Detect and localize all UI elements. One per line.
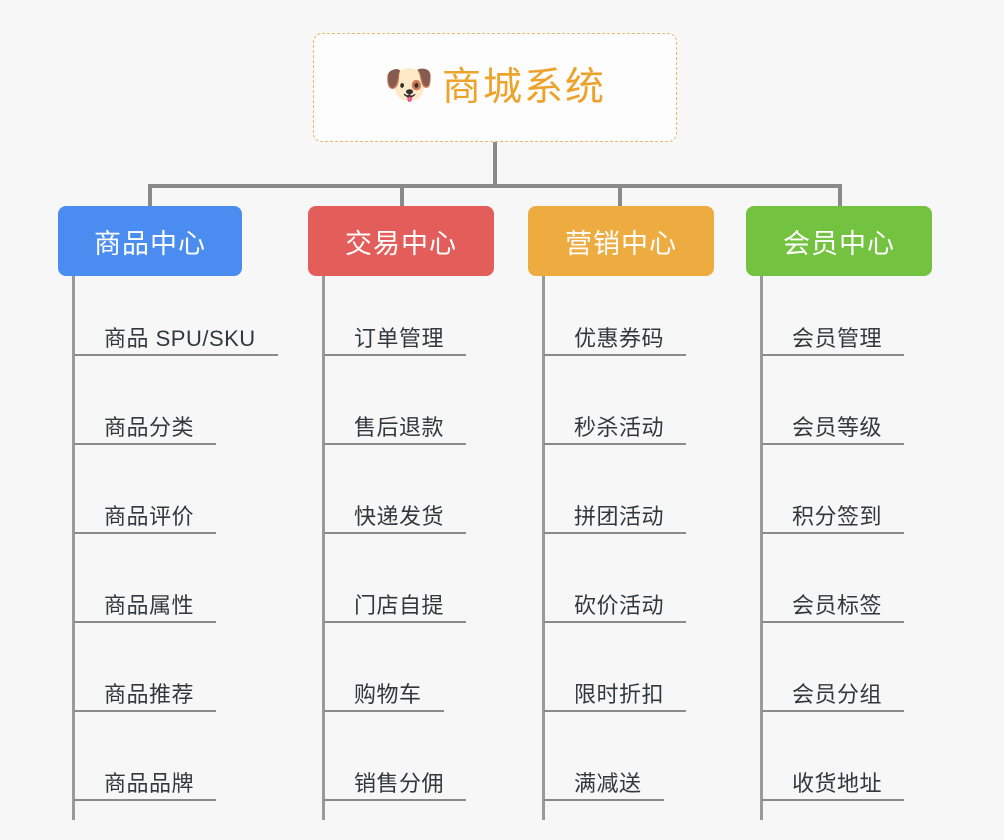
leaf-item[interactable]: 优惠券码 [544,312,687,356]
leaf-item[interactable]: 拼团活动 [544,490,687,534]
branch-header-3[interactable]: 会员中心 [746,206,932,276]
leaf-item-label: 积分签到 [792,504,883,529]
leaf-item[interactable]: 积分签到 [762,490,905,534]
leaf-item[interactable]: 商品分类 [74,401,217,445]
dog-face-icon: 🐶 [383,62,434,107]
leaf-item[interactable]: 销售分佣 [324,757,467,801]
leaf-item-label: 会员管理 [792,326,883,351]
leaf-item[interactable]: 商品属性 [74,579,217,623]
branch-header-1[interactable]: 交易中心 [308,206,494,276]
branch-spine-2 [542,276,545,820]
leaf-item-label: 商品评价 [104,504,195,529]
leaf-item-label: 购物车 [354,682,422,707]
leaf-item[interactable]: 商品品牌 [74,757,217,801]
leaf-item-label: 售后退款 [354,415,445,440]
leaf-item[interactable]: 订单管理 [324,312,467,356]
leaf-item[interactable]: 购物车 [324,668,444,712]
branch-header-label: 商品中心 [94,228,206,259]
leaf-item-label: 商品分类 [104,415,195,440]
connector-drop-3 [618,184,622,206]
branch-header-label: 会员中心 [783,228,895,259]
leaf-item[interactable]: 商品推荐 [74,668,217,712]
leaf-item[interactable]: 会员分组 [762,668,905,712]
branch-header-2[interactable]: 营销中心 [528,206,714,276]
leaf-item[interactable]: 快递发货 [324,490,467,534]
leaf-item-label: 满减送 [574,771,642,796]
leaf-item-label: 会员分组 [792,682,883,707]
leaf-item-label: 会员等级 [792,415,883,440]
leaf-item-label: 商品 SPU/SKU [104,326,256,351]
leaf-item[interactable]: 商品评价 [74,490,217,534]
connector-root-stem [493,142,497,186]
branch-spine-3 [760,276,763,820]
branch-spine-0 [72,276,75,820]
leaf-item-label: 门店自提 [354,593,445,618]
leaf-item[interactable]: 秒杀活动 [544,401,687,445]
root-title: 商城系统 [441,66,606,109]
leaf-item[interactable]: 收货地址 [762,757,905,801]
leaf-item[interactable]: 限时折扣 [544,668,687,712]
root-node[interactable]: 🐶 商城系统 [313,33,677,142]
leaf-item-label: 商品推荐 [104,682,195,707]
leaf-item[interactable]: 售后退款 [324,401,467,445]
leaf-item-label: 收货地址 [792,771,883,796]
leaf-item-label: 秒杀活动 [574,415,665,440]
leaf-item-label: 商品品牌 [104,771,195,796]
leaf-item[interactable]: 门店自提 [324,579,467,623]
leaf-item[interactable]: 会员标签 [762,579,905,623]
connector-drop-4 [838,184,842,206]
connector-drop-2 [400,184,404,206]
leaf-item-label: 商品属性 [104,593,195,618]
connector-bus-bar [148,184,842,188]
leaf-item-label: 快递发货 [354,504,445,529]
leaf-item[interactable]: 满减送 [544,757,664,801]
connector-drop-1 [148,184,152,206]
leaf-item-label: 限时折扣 [574,682,665,707]
leaf-item-label: 销售分佣 [354,771,445,796]
leaf-item-label: 会员标签 [792,593,883,618]
leaf-item[interactable]: 会员等级 [762,401,905,445]
branch-header-0[interactable]: 商品中心 [58,206,242,276]
leaf-item-label: 订单管理 [354,326,445,351]
leaf-item-label: 拼团活动 [574,504,665,529]
leaf-item[interactable]: 会员管理 [762,312,905,356]
leaf-item[interactable]: 商品 SPU/SKU [74,312,278,356]
branch-header-label: 交易中心 [345,228,457,259]
branch-spine-1 [322,276,325,820]
branch-header-label: 营销中心 [565,228,677,259]
leaf-item[interactable]: 砍价活动 [544,579,687,623]
leaf-item-label: 砍价活动 [574,593,665,618]
leaf-item-label: 优惠券码 [574,326,665,351]
